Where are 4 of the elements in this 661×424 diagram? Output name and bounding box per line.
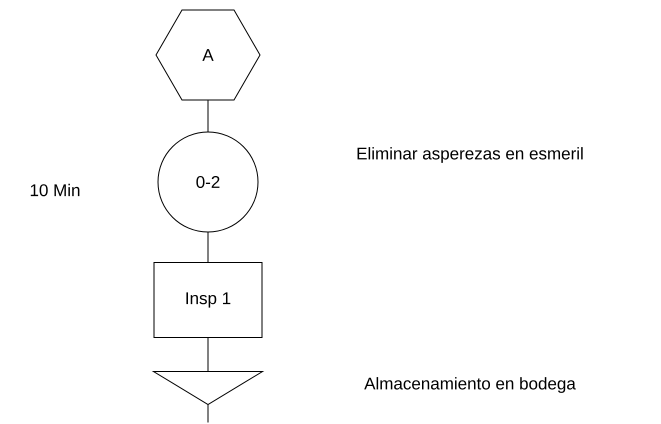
- note-label: 10 Min: [30, 184, 80, 196]
- note-label: Almacenamiento en bodega: [364, 377, 576, 393]
- note-label: Eliminar asperezas en esmeril: [358, 147, 583, 163]
- inspection-box: Insp 1: [154, 262, 262, 338]
